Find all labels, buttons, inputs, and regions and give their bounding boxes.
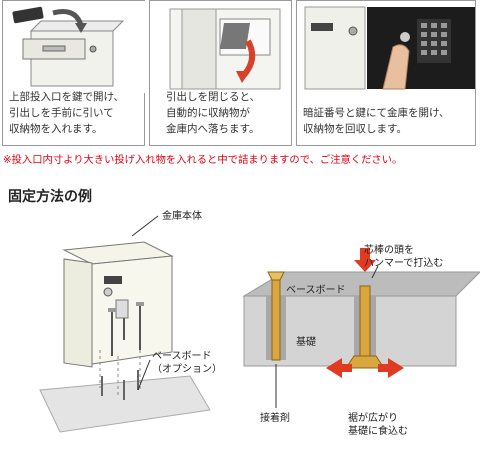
step-1-panel: 上部投入口を鍵で開け、 引出しを手前に引いて 収納物を入れます。 <box>2 0 146 146</box>
safe-left-side <box>63 258 93 368</box>
safe-display <box>104 276 122 284</box>
label-foundation: 基礎 <box>296 337 316 348</box>
safe-lock <box>115 299 129 319</box>
label-base-board-option: ベースボード （オプション） <box>152 351 222 375</box>
hammer-arrow <box>354 248 376 272</box>
installation-diagram <box>39 215 480 433</box>
safe-front <box>91 255 173 365</box>
anchor-bolt-right <box>359 285 371 357</box>
step-2-panel: 引出しを閉じると、 自動的に収納物が 金庫内へ落ちます。 <box>149 0 292 146</box>
safe-body-leader <box>131 215 159 237</box>
label-adhesive: 接着剤 <box>260 413 290 424</box>
step-1-text: 上部投入口を鍵で開け、 引出しを手前に引いて 収納物を入れます。 <box>9 91 124 135</box>
keypad-open-illustration <box>304 6 475 90</box>
base-board-leader <box>137 359 151 391</box>
step-2-text: 引出しを閉じると、 自動的に収納物が 金庫内へ落ちます。 <box>166 91 261 135</box>
label-hammer: 芯棒の頭を ハンマーで打込む <box>364 245 444 269</box>
section-title: 固定方法の例 <box>8 189 92 205</box>
label-base-board: ベースボード <box>286 285 346 296</box>
label-safe-body: 金庫本体 <box>162 211 202 222</box>
label-spread: 裾が広がり 基礎に食込む <box>348 413 408 437</box>
step-3-text: 暗証番号と鍵にて金庫を開け、 収納物を回収します。 <box>303 107 450 135</box>
drawer-close-illustration <box>169 8 281 90</box>
caution-note: ※投入口内寸より大きい投げ入れ物を入れると中で詰まりますので、ご注意ください。 <box>3 154 403 166</box>
safe-dial <box>103 287 113 297</box>
spread-arrow-right <box>378 358 404 378</box>
anchor-bolt-left <box>271 277 281 361</box>
foundation-top <box>242 271 480 297</box>
spread-arrow-left <box>326 358 352 378</box>
step-3-panel: 暗証番号と鍵にて金庫を開け、 収納物を回収します。 <box>296 0 476 146</box>
drop-slot-illustration <box>3 1 146 93</box>
